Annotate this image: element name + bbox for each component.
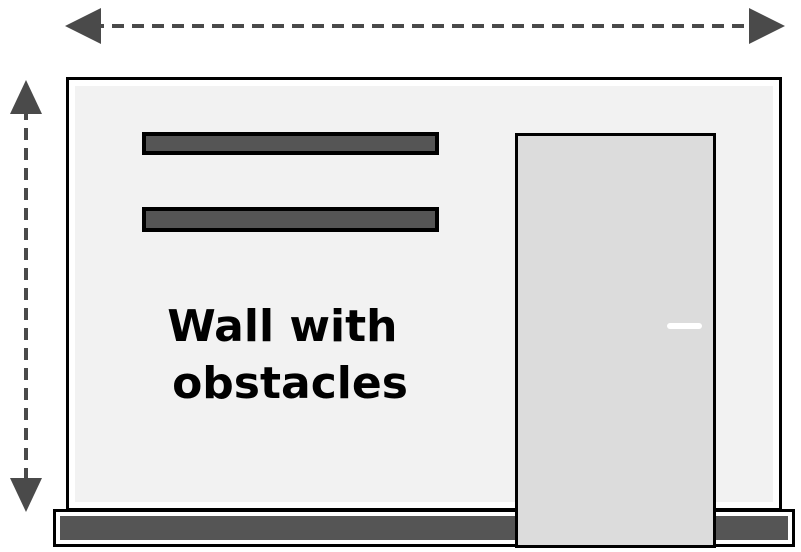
door (515, 133, 716, 548)
width-arrow-icon (65, 8, 785, 44)
wall-label-line1: Wall with (167, 301, 397, 352)
height-arrow-icon (10, 80, 42, 512)
wall-label-line2: obstacles (172, 358, 408, 409)
door-handle (667, 323, 702, 329)
shelf-top (142, 132, 439, 155)
wall-label: Wall with obstacles (167, 301, 413, 409)
shelf-bottom (142, 207, 439, 232)
